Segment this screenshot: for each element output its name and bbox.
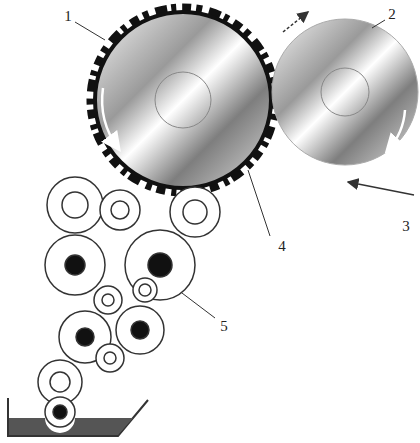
callout-number: 2 xyxy=(388,7,396,22)
callout-number: 1 xyxy=(64,9,72,24)
rotation-arrow xyxy=(388,110,405,150)
rotation-arrow xyxy=(102,88,118,148)
teeth xyxy=(91,8,275,192)
leader-line xyxy=(178,290,215,318)
tray xyxy=(8,398,148,436)
callout-number: 4 xyxy=(278,239,286,254)
callout-number: 3 xyxy=(402,219,410,234)
callout-number: 5 xyxy=(220,319,228,334)
particles xyxy=(38,177,220,427)
adjust-arrow xyxy=(283,12,308,32)
roller-2 xyxy=(272,19,418,165)
feed-arrow xyxy=(348,182,414,195)
leader-line xyxy=(75,22,105,40)
roller-1 xyxy=(95,12,271,188)
leader-line xyxy=(248,170,270,236)
tray-fill xyxy=(9,418,133,435)
leader-line xyxy=(372,20,385,28)
